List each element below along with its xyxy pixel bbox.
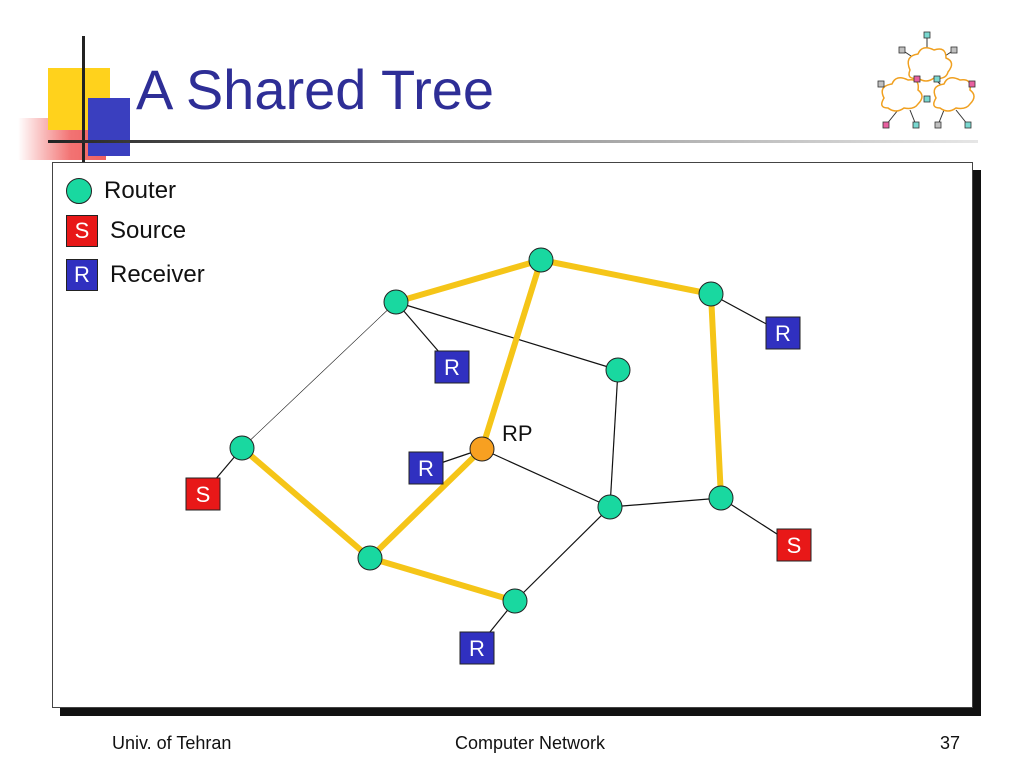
slide-title: A Shared Tree [136,58,495,121]
receiver-box-rc3 [408,451,444,485]
router-r3 [698,281,724,307]
source-box-s1 [185,477,221,511]
link-r7-r8 [609,497,722,508]
source-icon: S [66,215,98,247]
title-horizontal-rule [48,140,978,143]
receiver-glyph-rc4: R [469,636,485,661]
receiver-box-rc2 [765,316,801,350]
receiver-box-rc4 [459,631,495,665]
source-box-s2 [776,528,812,562]
network-cloud-logo-icon [877,31,976,129]
shared-tree-layer [239,257,724,604]
router-r7 [597,494,623,520]
shared-tree-edge-r5-r6 [239,445,373,561]
router-r2 [383,289,409,315]
shared-tree-diagram: S S R R R R RP [185,247,812,665]
footer-institution: Univ. of Tehran [112,733,232,753]
router-r5 [229,435,255,461]
shared-tree-edge-r1-rp [479,257,544,452]
link-r4-r7 [609,369,619,508]
receiver-icon: R [66,259,98,291]
footer-course: Computer Network [455,733,606,753]
source-glyph-s1: S [196,482,211,507]
hosts-layer: S S R R R R [185,316,812,665]
router-r1 [528,247,554,273]
legend-router-label: Router [104,177,177,204]
legend-receiver: R Receiver [66,259,205,291]
rendezvous-point-router [469,436,495,462]
link-rp-r7 [481,448,611,508]
receiver-glyph-rc3: R [418,456,434,481]
shared-tree-edge-r3-r8 [708,291,724,501]
router-r6 [357,545,383,571]
legend-router: Router [66,175,176,207]
link-r2-r4 [395,301,619,371]
router-r4 [605,357,631,383]
source-glyph-s2: S [787,533,802,558]
legend-source: S Source [66,215,186,247]
shared-tree-edge-rp-r6 [367,446,485,561]
shared-tree-edge-r6-r9 [367,555,518,604]
rp-label: RP [502,421,533,446]
router-r8 [708,485,734,511]
legend-receiver-label: Receiver [110,261,205,288]
link-r7-r9 [514,506,611,602]
footer-page-number: 37 [940,733,961,753]
diagram-frame [52,162,973,708]
routers-layer [229,247,734,614]
receiver-box-rc1 [434,350,470,384]
receiver-glyph-rc2: R [775,321,791,346]
legend-source-label: Source [110,217,187,244]
title-accent-blue-square [88,98,130,156]
title-vertical-rule [82,36,85,166]
router-r9 [502,588,528,614]
link-r2-r5 [241,301,397,449]
labels-layer: RP [502,421,533,446]
shared-tree-edge-r2-r1 [393,257,544,305]
router-icon [66,178,92,204]
receiver-glyph-rc1: R [444,355,460,380]
shared-tree-edge-r1-r3 [538,257,714,297]
